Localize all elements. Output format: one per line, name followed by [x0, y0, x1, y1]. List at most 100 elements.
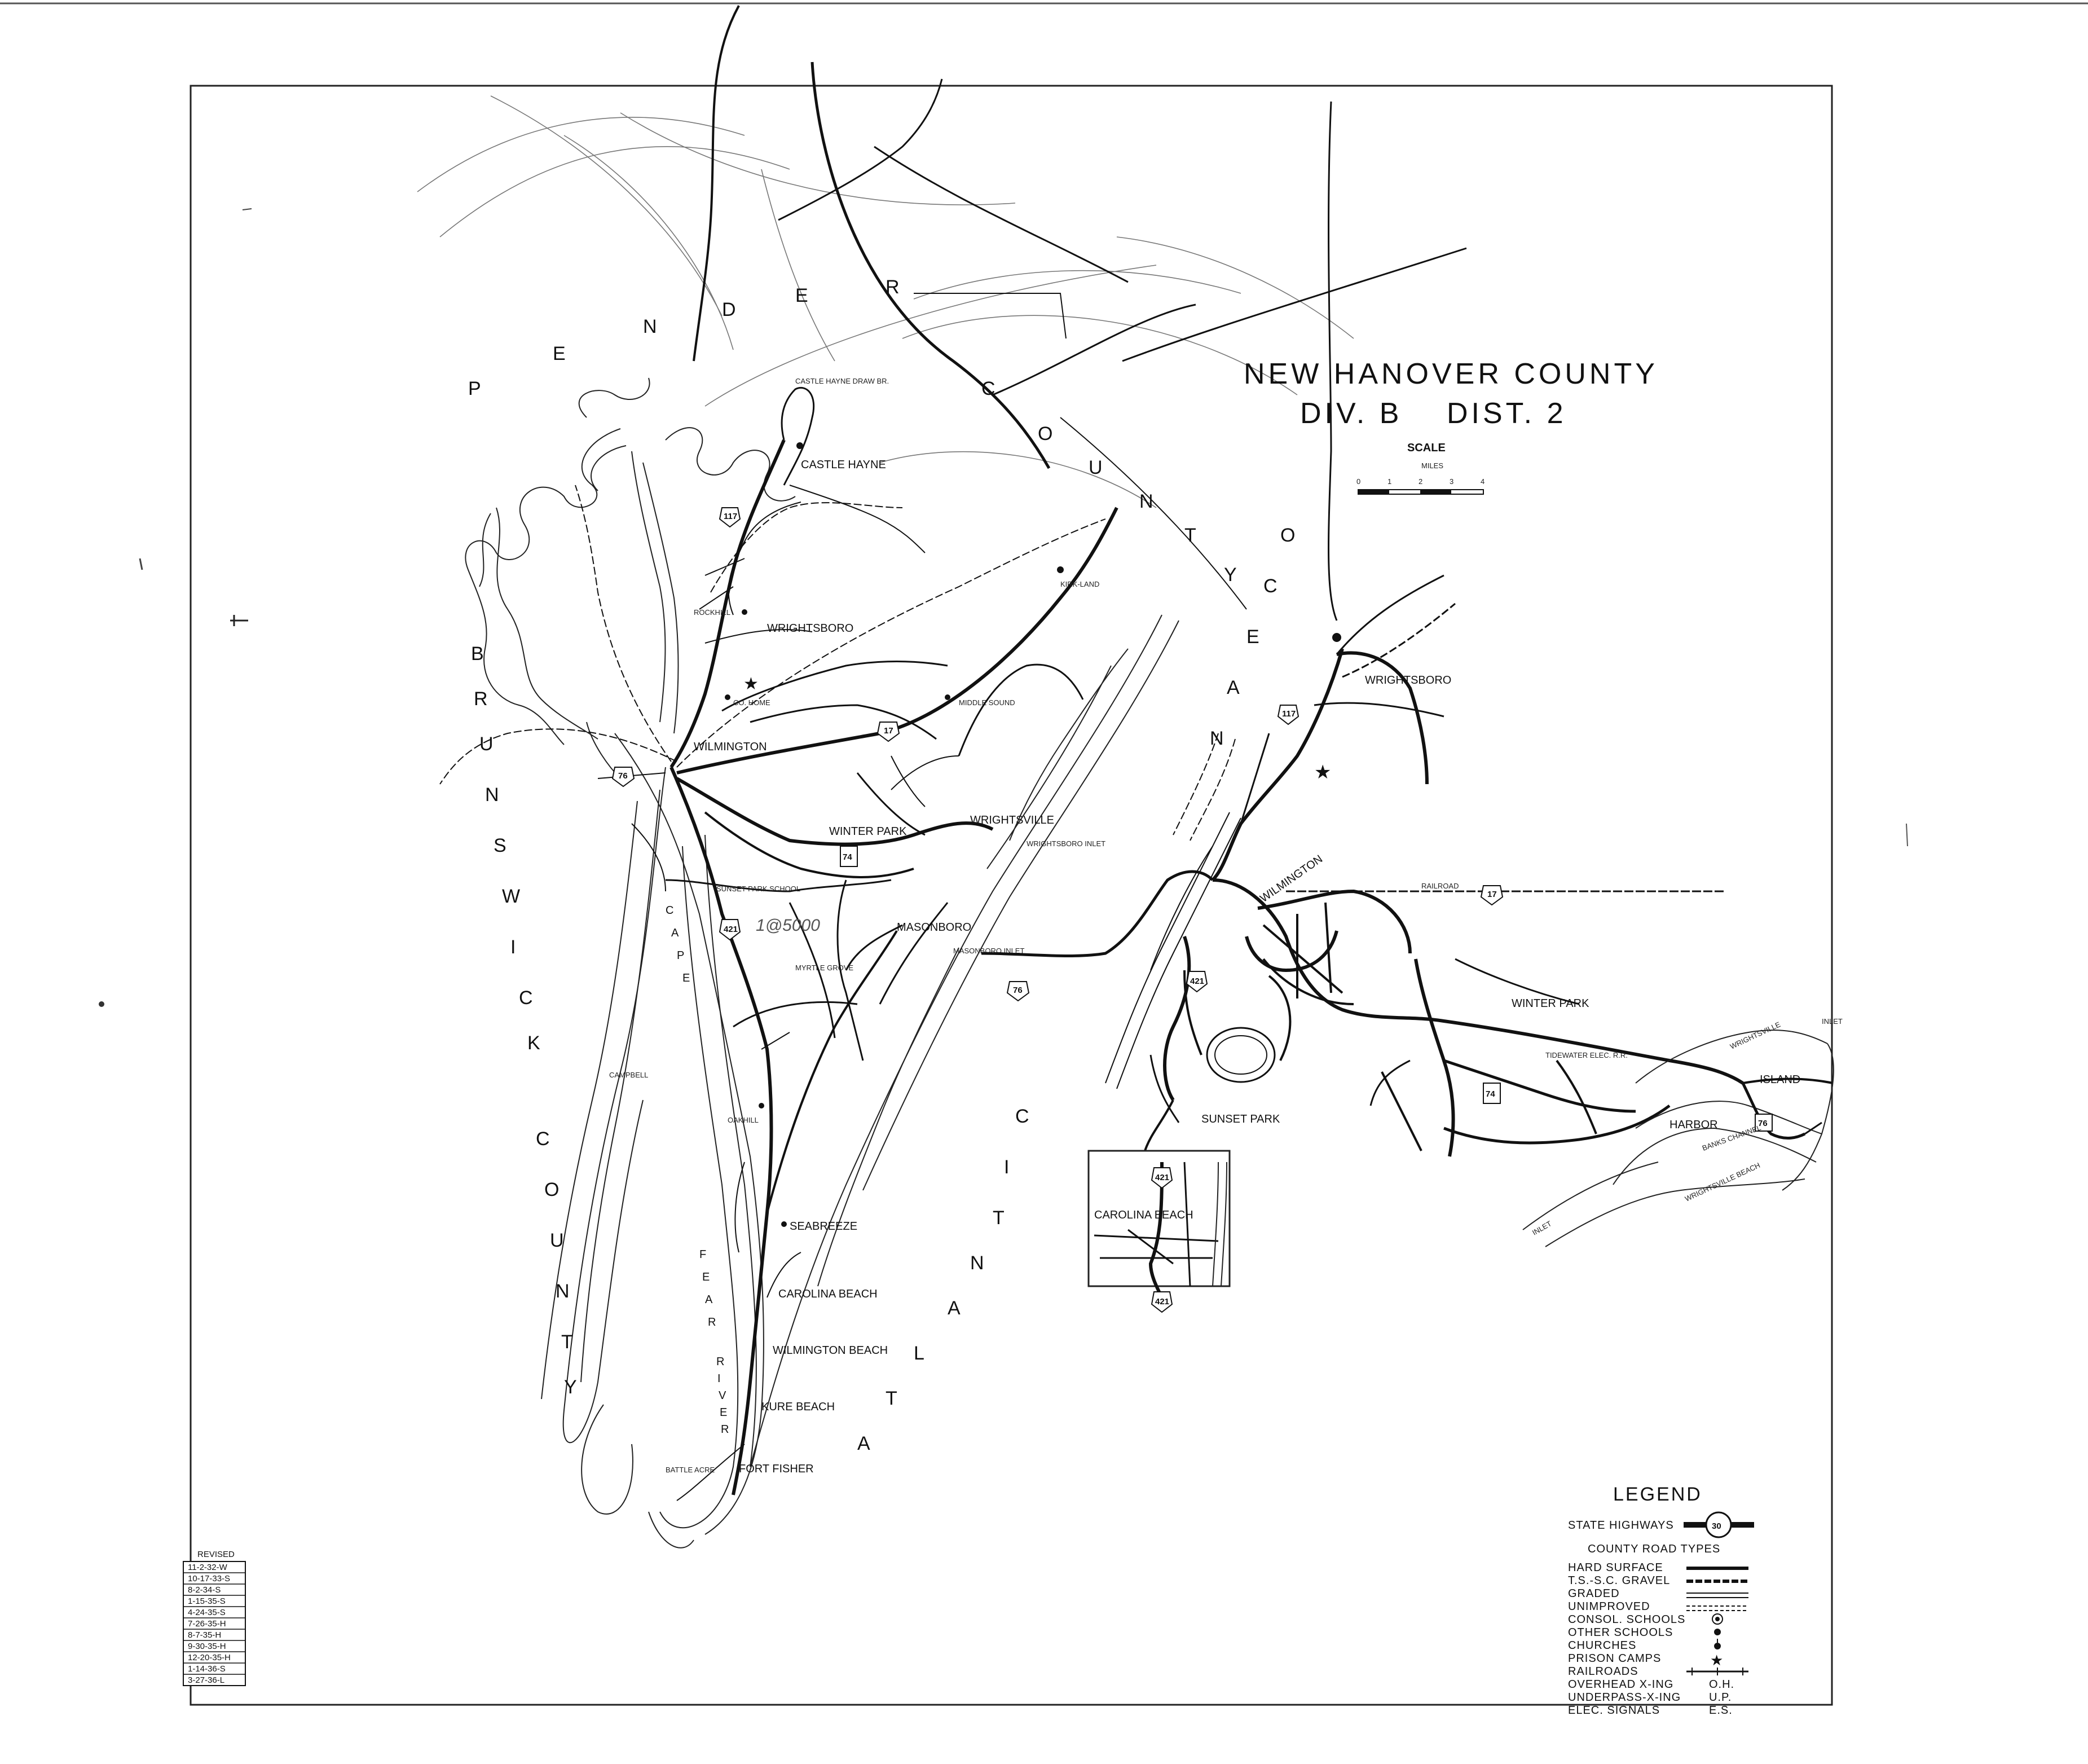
svg-text:421: 421: [724, 925, 738, 934]
svg-text:117: 117: [1282, 709, 1296, 719]
scale-unit: MILES: [1421, 461, 1443, 470]
scale-label: SCALE: [1407, 442, 1446, 454]
kure-beach-label: KURE BEACH: [761, 1401, 835, 1413]
atlantic-t: T: [993, 1207, 1007, 1229]
legend-overhead-xing: OVERHEAD X-ING: [1568, 1678, 1673, 1691]
svg-text:117: 117: [724, 512, 737, 521]
scale-tick-1: 1: [1387, 477, 1391, 486]
shield-76-icon: [1755, 1114, 1773, 1132]
ocean-a: A: [1227, 677, 1242, 698]
rockhill-label: ROCKHILL: [694, 608, 730, 617]
inset-harbor-label: HARBOR: [1669, 1119, 1718, 1131]
shield-117-icon: 117: [719, 507, 741, 528]
title-county: NEW HANOVER COUNTY: [1244, 358, 1658, 390]
school-icon: [1714, 1629, 1721, 1635]
pender-label-n: N: [643, 316, 659, 337]
shield-74-icon: 74: [1483, 1083, 1501, 1104]
river-e: E: [720, 1406, 727, 1419]
ocean-n: N: [1210, 728, 1226, 749]
legend-graded: GRADED: [1568, 1587, 1620, 1600]
atlantic-n: N: [970, 1252, 986, 1274]
brunswick-k: K: [527, 1032, 543, 1054]
place-labels: CASTLE HAYNE DRAW BR. CASTLE HAYNE ROCKH…: [609, 377, 1105, 1475]
oakhill-label: OAKHILL: [728, 1116, 759, 1124]
pencil-sketches: [417, 95, 1354, 508]
shield-17-icon: 17: [876, 722, 900, 742]
revised-table: REVISED 11-2-32-W10-17-33-S8-2-34-S1-15-…: [183, 1550, 246, 1686]
pender-label-e2: E: [795, 285, 810, 306]
atlantic-a: A: [948, 1297, 963, 1319]
river-r: R: [716, 1356, 724, 1368]
scale-bar: SCALE MILES 0 1 2 3 4: [1356, 442, 1484, 495]
school-icon: [781, 1221, 787, 1227]
prison-camp-icon: ★: [1314, 762, 1331, 783]
battle-acre-label: BATTLE ACRE: [666, 1466, 715, 1474]
legend-elec-signals-symbol: E.S.: [1709, 1704, 1733, 1717]
hand-note: 1@5000: [756, 916, 820, 935]
revised-entry: 7-26-35-H: [188, 1619, 226, 1629]
prison-camp-icon: ★: [1710, 1652, 1723, 1669]
campbell-label: CAMPBELL: [609, 1071, 648, 1079]
revised-entry: 1-15-35-S: [188, 1596, 226, 1606]
scale-tick-3: 3: [1450, 477, 1453, 486]
shields-left: 117 421 17 76 74: [611, 507, 900, 941]
shield-74-icon: 74: [840, 846, 858, 867]
castle-hayne-label: CASTLE HAYNE: [801, 459, 886, 471]
wrightsboro-label: WRIGHTSBORO: [767, 622, 853, 635]
scale-tick-0: 0: [1356, 477, 1360, 486]
inset-railroad-label: RAILROAD: [1421, 882, 1459, 890]
inset-sunset-park-label: SUNSET PARK: [1201, 1113, 1280, 1125]
shield-117-icon: 117: [1277, 705, 1300, 725]
fear-a: A: [705, 1294, 713, 1306]
legend-consol-schools: CONSOL. SCHOOLS: [1568, 1613, 1685, 1626]
county-left-o: O: [544, 1179, 561, 1200]
school-icon: [725, 694, 730, 700]
northeast-river: [465, 377, 796, 779]
fear-f: F: [699, 1248, 706, 1261]
cape-c: C: [666, 904, 673, 917]
scale-tick-2: 2: [1419, 477, 1422, 486]
atlantic-c: C: [1015, 1106, 1032, 1127]
revised-rows: 11-2-32-W10-17-33-S8-2-34-S1-15-35-S4-24…: [183, 1563, 245, 1685]
kirkland-label: KIRK-LAND: [1060, 580, 1099, 588]
shield-421-icon: 421: [1186, 971, 1208, 993]
revised-entry: 8-7-35-H: [188, 1630, 221, 1640]
castle-hayne-draw-label: CASTLE HAYNE DRAW BR.: [795, 377, 889, 385]
revised-entry: 3-27-36-L: [188, 1675, 224, 1685]
revised-entry: 1-14-36-S: [188, 1664, 226, 1674]
northern-boundaries: [693, 5, 1467, 610]
brunswick-u: U: [479, 733, 496, 755]
carolina-beach-inset: CAROLINA BEACH 421 421: [1087, 1150, 1231, 1313]
revised-entry: 10-17-33-S: [188, 1574, 230, 1583]
prison-camp-icon: ★: [743, 675, 759, 693]
county-top-c: C: [981, 378, 998, 399]
wrightsville-label: WRIGHTSVILLE: [970, 814, 1054, 826]
map-frame: [190, 85, 1833, 1706]
atlantic-i: I: [1004, 1156, 1011, 1178]
myrtle-grove-label: MYRTLE GROVE: [795, 964, 853, 972]
svg-text:74: 74: [1486, 1089, 1495, 1099]
cape-a: A: [671, 927, 679, 939]
legend: LEGEND STATE HIGHWAYS 30 COUNTY ROAD TYP…: [1568, 1484, 1754, 1717]
brunswick-w: W: [502, 886, 522, 907]
river-i: I: [717, 1373, 721, 1385]
shield-421-icon: 421: [1151, 1167, 1173, 1189]
carolina-beach-label: CAROLINA BEACH: [778, 1288, 878, 1300]
river-v: V: [719, 1389, 726, 1402]
brunswick-s: S: [494, 835, 509, 856]
seabreeze-label: SEABREEZE: [790, 1220, 857, 1233]
winter-park-label: WINTER PARK: [829, 825, 907, 838]
fort-fisher-label: FORT FISHER: [739, 1463, 814, 1475]
svg-text:76: 76: [618, 771, 628, 781]
legend-title: LEGEND: [1613, 1484, 1702, 1505]
brunswick-n: N: [485, 784, 501, 806]
water-labels: O C E A N C I T N A L T A C A P E F E A …: [666, 525, 1295, 1454]
brunswick-r: R: [474, 688, 490, 710]
scan-marks: [99, 208, 1908, 1007]
revised-entry: 4-24-35-S: [188, 1608, 226, 1617]
shield-76-icon: 76: [611, 767, 635, 788]
inset-wrightsville-label: WRIGHTSVILLE: [1729, 1020, 1782, 1051]
svg-text:421: 421: [1155, 1297, 1169, 1306]
ocean-e: E: [1246, 626, 1262, 648]
brunswick-i: I: [510, 936, 518, 958]
